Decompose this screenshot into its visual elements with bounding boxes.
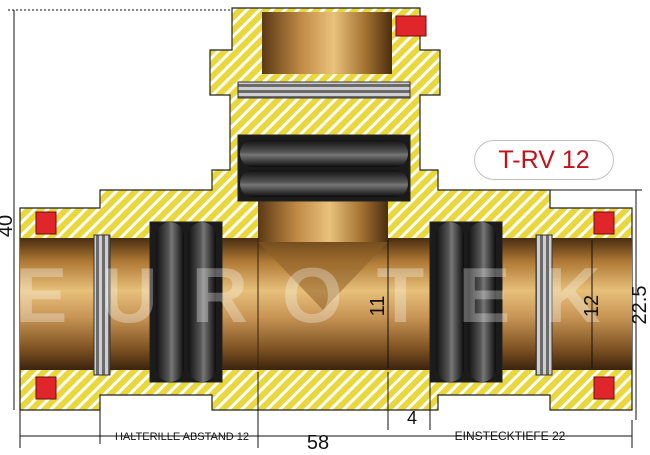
product-title-badge: T-RV 12 [474,140,614,180]
right-oring-1 [436,222,464,382]
dim-halterille-label: HALTERILLE ABSTAND 12 [115,431,249,443]
dim-einstecktiefe-label: EINSTECKTIEFE 22 [455,429,566,443]
watermark: EUROTEK [15,251,634,339]
dim-pipe-diameter: 12 [581,295,603,317]
product-title: T-RV 12 [498,145,590,174]
red-seals [35,15,615,400]
right-oring-2 [468,222,496,382]
dimension-lines [8,9,642,448]
dim-length-total: 58 [307,432,329,454]
left-grip-ring [93,234,111,376]
right-grip-ring [535,234,553,376]
left-oring-1 [156,222,184,382]
dim-outer-diameter: 22.5 [629,286,650,325]
dim-height-total: 40 [0,215,17,237]
dim-bore-inner: 11 [367,296,389,317]
left-oring-chamber [149,221,223,383]
top-oring-2 [240,170,408,197]
top-oring-1 [240,140,408,167]
dim-gap: 4 [407,408,417,428]
right-oring-chamber [429,221,503,383]
top-oring-chamber [237,134,411,202]
left-oring-2 [188,222,216,382]
top-grip-ring [237,81,411,99]
